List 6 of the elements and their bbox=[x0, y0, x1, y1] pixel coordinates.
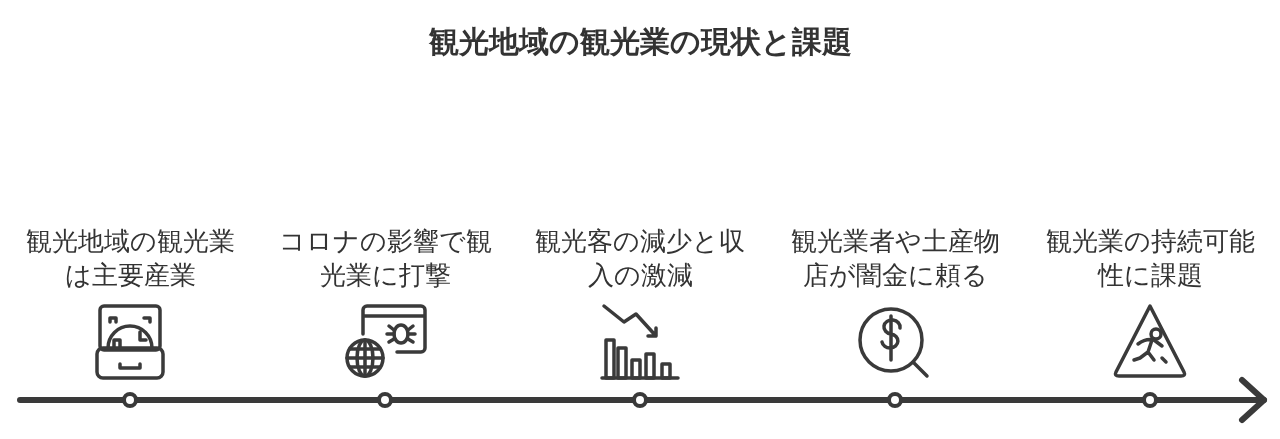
step-label: 観光業者や土産物店が闇金に頼る bbox=[789, 225, 1001, 292]
step-label: 観光業の持続可能性に課題 bbox=[1044, 225, 1256, 292]
step-label: 観光地域の観光業は主要産業 bbox=[24, 225, 236, 292]
step-label: コロナの影響で観光業に打撃 bbox=[277, 225, 493, 292]
title: 観光地域の観光業の現状と課題 bbox=[428, 23, 852, 61]
step-label: 観光客の減少と収入の激減 bbox=[534, 225, 746, 292]
